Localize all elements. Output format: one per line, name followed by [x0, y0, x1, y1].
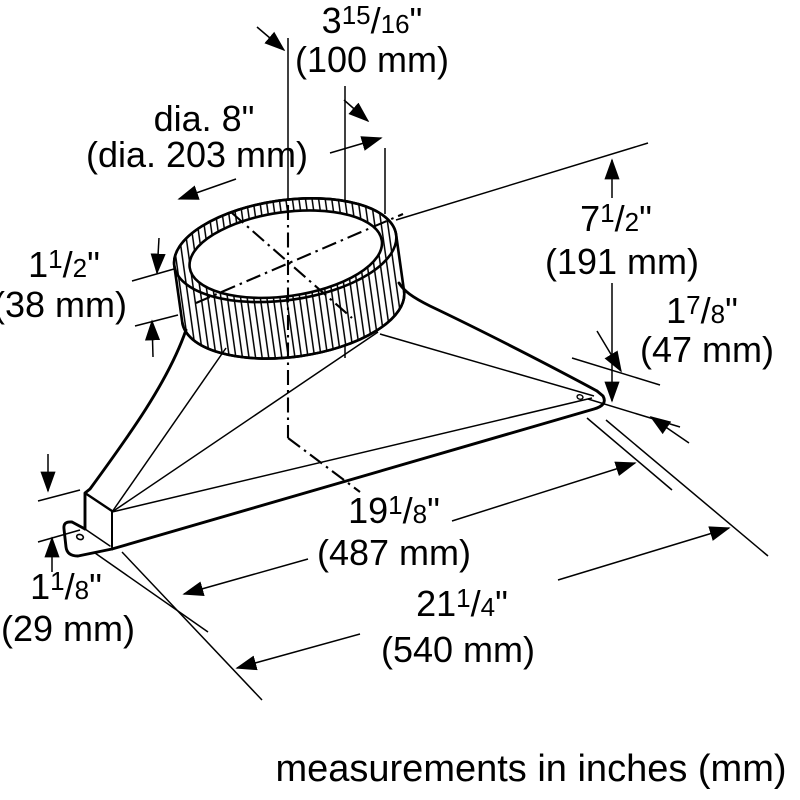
label-overall-length-mm: (540 mm)	[380, 629, 536, 670]
drawing-caption: measurements in inches (mm)	[275, 748, 787, 790]
label-total-height-inch: 71/2"	[580, 198, 652, 239]
label-total-height-mm: (191 mm)	[544, 241, 700, 282]
collar-opening	[188, 209, 384, 300]
dimension-total-height	[395, 142, 649, 403]
label-collar-height-mm: (38 mm)	[0, 284, 127, 325]
base-end-hole	[576, 394, 584, 400]
label-offset-top-mm: (100 mm)	[294, 39, 450, 80]
label-base-length-inch: 191/8"	[348, 490, 440, 531]
label-flange-height-mm: (29 mm)	[1, 608, 135, 649]
label-end-height-inch: 17/8"	[666, 290, 738, 331]
dimension-collar-height	[131, 237, 179, 358]
collar-bottom-rim	[180, 290, 406, 360]
label-flange-height-inch: 11/8"	[30, 566, 102, 607]
dimension-diameter	[177, 178, 237, 200]
transition-funnel	[62, 281, 606, 558]
label-base-length-mm: (487 mm)	[316, 532, 472, 573]
label-offset-top-inch: 315/16"	[321, 0, 423, 41]
label-diameter-inch: dia. 8"	[153, 98, 255, 139]
dimension-overall-length	[121, 419, 769, 701]
center-lines	[195, 205, 404, 493]
dimension-flange-height	[37, 454, 81, 572]
dimension-base-length	[94, 417, 673, 633]
funnel-fold-lines	[111, 331, 595, 513]
label-diameter-mm: (dia. 203 mm)	[85, 134, 309, 175]
duct-collar	[172, 196, 406, 360]
label-end-height-mm: (47 mm)	[640, 329, 774, 370]
dimension-lines	[37, 26, 769, 701]
collar-top-rim	[172, 196, 398, 304]
flange-hole	[75, 533, 85, 541]
label-collar-height-inch: 11/2"	[28, 244, 100, 285]
label-overall-length-inch: 211/4"	[416, 583, 508, 624]
funnel-outline	[62, 281, 606, 558]
